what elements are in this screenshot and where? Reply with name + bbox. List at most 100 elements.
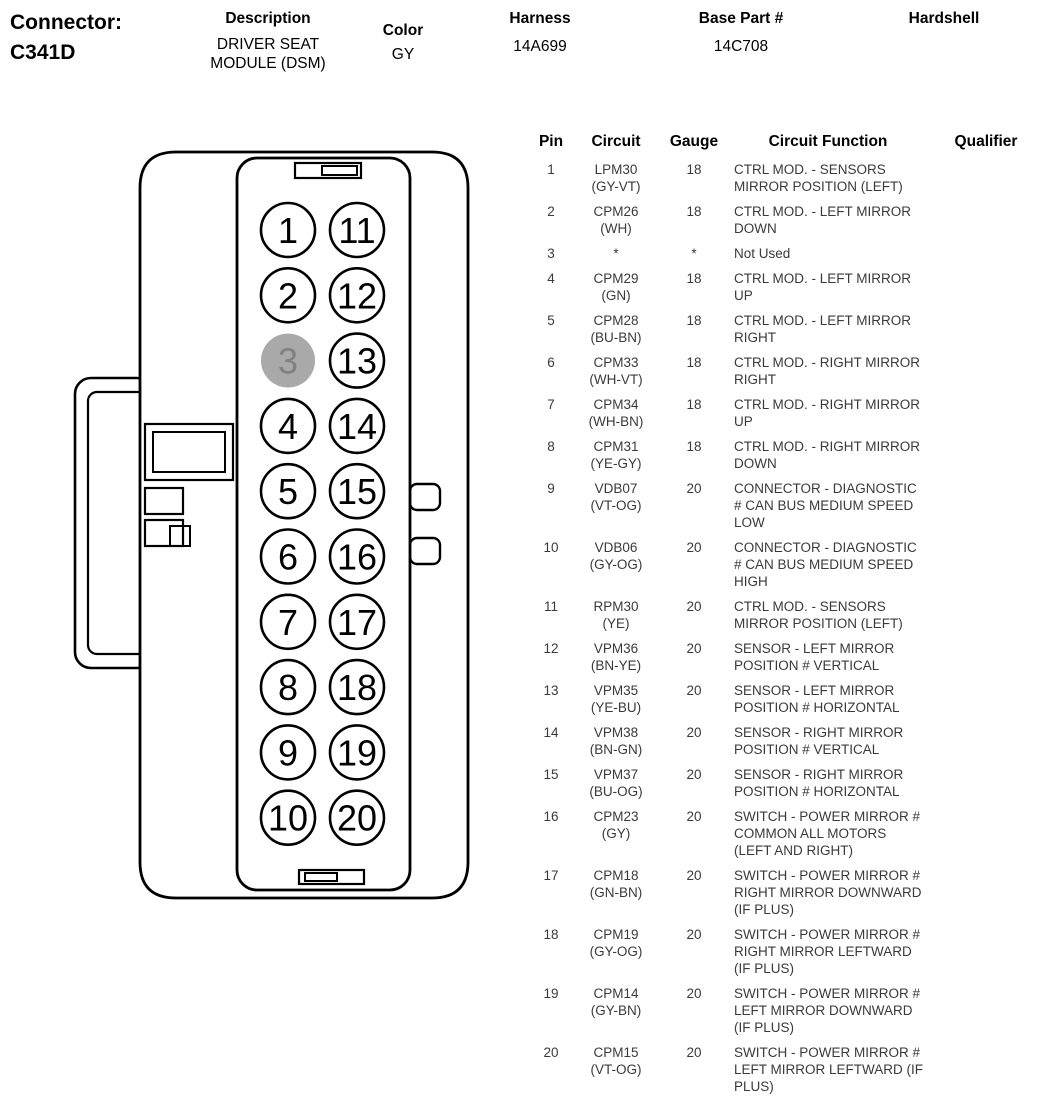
pin-13-cavity bbox=[328, 332, 386, 389]
circuit-color: (YE-BU) bbox=[590, 700, 642, 715]
circuit-color: (GY-VT) bbox=[591, 179, 641, 194]
pin-3-cavity bbox=[261, 333, 315, 388]
pin-4-cavity bbox=[259, 397, 317, 455]
cell-circuit: CPM26(WH) bbox=[570, 203, 662, 237]
cell-pin: 3 bbox=[547, 246, 555, 261]
cell-pin: 9 bbox=[547, 481, 555, 496]
cell-gauge: 20 bbox=[686, 767, 702, 782]
cell-pin: 5 bbox=[547, 313, 555, 328]
cell-circuit: CPM34(WH-BN) bbox=[570, 396, 662, 430]
base-part-value: 14C708 bbox=[713, 38, 769, 55]
cell-gauge: 18 bbox=[686, 271, 702, 286]
pin-2-cavity bbox=[259, 267, 317, 324]
cell-qualifier bbox=[930, 808, 1042, 859]
harness-column: Harness 14A699 bbox=[490, 10, 590, 56]
cell-circuit-function: CONNECTOR - DIAGNOSTIC # CAN BUS MEDIUM … bbox=[734, 540, 917, 589]
cell-circuit-function: CTRL MOD. - SENSORS MIRROR POSITION (LEF… bbox=[734, 162, 903, 194]
cell-circuit-function: Not Used bbox=[734, 246, 791, 261]
latch-detail-inner bbox=[152, 431, 226, 473]
hardshell-column: Hardshell bbox=[894, 10, 994, 28]
pin-10-number: 10 bbox=[268, 798, 308, 839]
cell-pin: 8 bbox=[547, 439, 555, 454]
circuit-color: (VT-OG) bbox=[590, 498, 642, 513]
cell-circuit: VDB06(GY-OG) bbox=[570, 539, 662, 590]
cell-qualifier bbox=[930, 926, 1042, 977]
connector-id: C341D bbox=[10, 41, 76, 64]
connector-label: Connector: bbox=[10, 11, 122, 34]
cell-pin: 14 bbox=[543, 725, 559, 740]
pin-13-number: 13 bbox=[337, 341, 377, 382]
cell-circuit: CPM19 (GY-OG) bbox=[570, 926, 662, 977]
pin-12-cavity bbox=[328, 267, 386, 324]
pin-20-number: 20 bbox=[337, 798, 377, 839]
cell-circuit-function: CTRL MOD. - SENSORS MIRROR POSITION (LEF… bbox=[734, 599, 903, 631]
circuit-color: (GN) bbox=[601, 288, 631, 303]
pin-9-cavity bbox=[259, 724, 317, 781]
circuit-color: (GY-OG) bbox=[589, 944, 643, 959]
cell-qualifier bbox=[930, 270, 1042, 304]
cell-pin: 15 bbox=[543, 767, 559, 782]
cell-pin: 10 bbox=[543, 540, 559, 555]
cell-qualifier bbox=[930, 203, 1042, 237]
cell-qualifier bbox=[930, 354, 1042, 388]
cell-pin: 18 bbox=[543, 927, 559, 942]
cell-gauge: 18 bbox=[686, 313, 702, 328]
cell-circuit: CPM31(YE-GY) bbox=[570, 438, 662, 472]
cell-gauge: 18 bbox=[686, 355, 702, 370]
pin-4-number: 4 bbox=[278, 406, 298, 447]
cell-gauge: 20 bbox=[686, 725, 702, 740]
cell-qualifier bbox=[930, 598, 1042, 632]
circuit-code: CPM15 bbox=[593, 1045, 639, 1060]
cell-gauge: 18 bbox=[686, 397, 702, 412]
pin-18-cavity bbox=[328, 658, 386, 716]
pin-14-number: 14 bbox=[337, 406, 377, 447]
pin-8-cavity bbox=[259, 658, 317, 716]
base-part-column: Base Part # 14C708 bbox=[681, 10, 801, 56]
circuit-color: (YE-GY) bbox=[590, 456, 642, 471]
pin-15-number: 15 bbox=[337, 471, 377, 512]
cell-pin: 2 bbox=[547, 204, 555, 219]
side-tab-upper bbox=[408, 482, 442, 512]
circuit-code: VPM37 bbox=[593, 767, 639, 782]
circuit-color: (BU-BN) bbox=[590, 330, 642, 345]
circuit-code: CPM34 bbox=[593, 397, 639, 412]
circuit-color: (YE) bbox=[602, 616, 630, 631]
cell-circuit-function: SWITCH - POWER MIRROR # LEFT MIRROR DOWN… bbox=[734, 986, 920, 1035]
col-header-function: Circuit Function bbox=[768, 133, 888, 150]
cell-pin: 11 bbox=[543, 599, 558, 614]
cell-gauge: 20 bbox=[686, 599, 702, 614]
cell-gauge: 18 bbox=[686, 162, 702, 177]
pin-17-number: 17 bbox=[337, 602, 377, 643]
circuit-code: CPM28 bbox=[593, 313, 639, 328]
circuit-code: VPM38 bbox=[593, 725, 639, 740]
hardshell-label: Hardshell bbox=[908, 10, 980, 27]
circuit-code: LPM30 bbox=[594, 162, 638, 177]
cell-circuit: VPM35(YE-BU) bbox=[570, 682, 662, 716]
cell-gauge: 20 bbox=[686, 683, 702, 698]
circuit-color: (BN-YE) bbox=[590, 658, 642, 673]
circuit-code: CPM26 bbox=[593, 204, 639, 219]
harness-value: 14A699 bbox=[513, 38, 567, 55]
pin-9-number: 9 bbox=[278, 732, 298, 773]
circuit-color: (BU-OG) bbox=[589, 784, 643, 799]
table-row: 3**Not Used bbox=[532, 245, 1044, 262]
latch-slot-upper bbox=[143, 486, 185, 516]
circuit-code: CPM19 bbox=[593, 927, 639, 942]
cell-qualifier bbox=[930, 161, 1042, 195]
pin-2-number: 2 bbox=[278, 275, 298, 316]
cell-gauge: * bbox=[691, 246, 697, 261]
pin-20-cavity bbox=[328, 789, 386, 847]
cell-circuit-function: SWITCH - POWER MIRROR # LEFT MIRROR LEFT… bbox=[734, 1045, 923, 1094]
pin-5-number: 5 bbox=[278, 471, 298, 512]
pin-16-number: 16 bbox=[337, 537, 377, 578]
cell-circuit: RPM30(YE) bbox=[570, 598, 662, 632]
cell-circuit-function: CTRL MOD. - LEFT MIRROR UP bbox=[734, 271, 912, 303]
cell-qualifier bbox=[930, 640, 1042, 674]
